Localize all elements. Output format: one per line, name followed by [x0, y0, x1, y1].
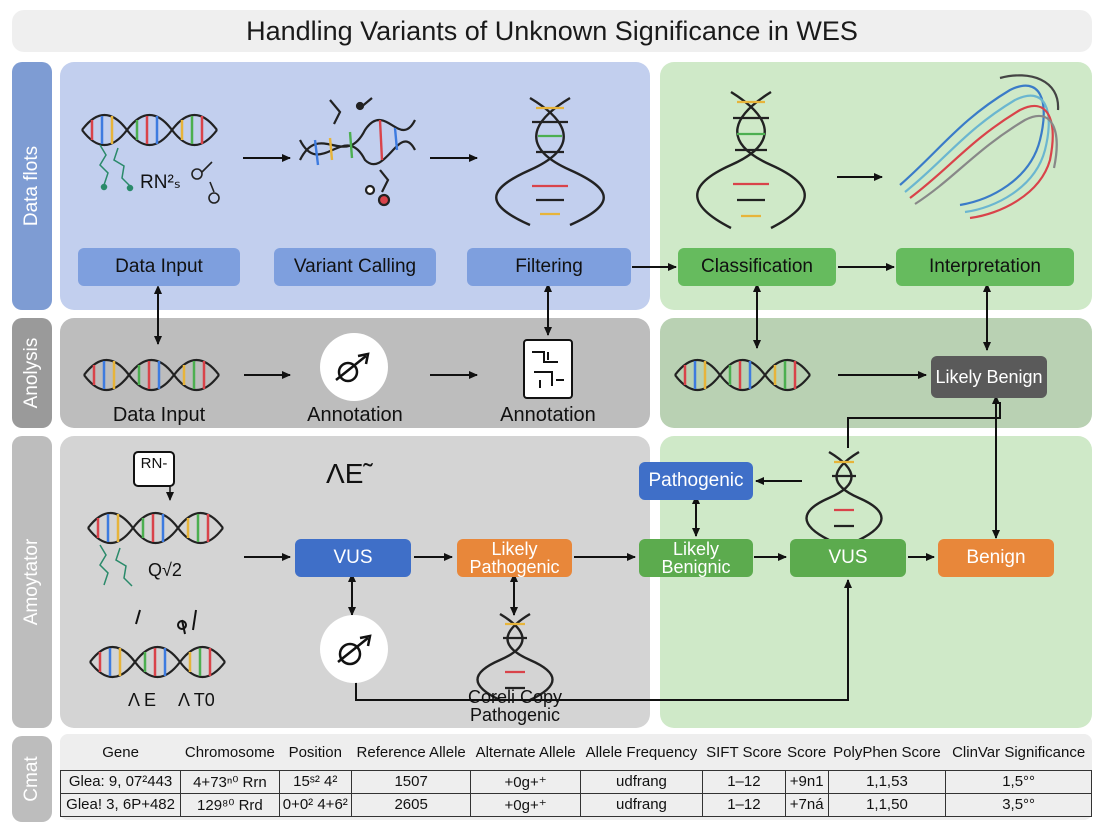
table-header: Score: [787, 744, 827, 762]
dna-helix-vertical-icon: [696, 90, 806, 230]
dna-helix-vertical-icon: [805, 450, 883, 542]
table-cell: 1507: [350, 769, 472, 794]
document-icon: [523, 339, 573, 399]
table-header: Reference Allele: [356, 744, 466, 762]
glyph-label: ΛΕ̃: [326, 458, 364, 489]
table-header: Chromosome: [184, 744, 275, 762]
dna-helix-vertical-icon: [476, 612, 554, 702]
table-cell: +7ná: [784, 792, 829, 817]
table-header: PolyPhen Score: [833, 744, 941, 762]
glyph-label: Λ E: [128, 690, 157, 710]
table-cell: udfrang: [579, 792, 704, 817]
table-header: Alternate Allele: [475, 744, 576, 762]
table-cell: 1,1,50: [827, 792, 947, 817]
table-row: Glea! 3, 6P+482 129⁸⁰ Rrd 0+0² 4+6² 2605…: [59, 792, 1092, 817]
table-row: Glea: 9, 07²443 4+73ⁿ⁰ Rrn 15ˢ² 4² 1507 …: [59, 769, 1092, 794]
dna-helix-vertical-icon: [495, 96, 605, 227]
rna-label: RN²ₛ: [140, 172, 181, 193]
coreli-copy-label: Coreli Copy Pathogenic: [467, 687, 563, 725]
annotation-wrench-icon: [320, 333, 388, 401]
protein-ribbon-icon: [899, 74, 1060, 220]
annotation-label: Annotation: [500, 404, 596, 426]
annotation-label: Annotation: [307, 404, 403, 426]
vus-node: VUS: [790, 539, 906, 577]
table-cell: 15ˢ² 4²: [278, 769, 352, 794]
table-cell: Glea! 3, 6P+482: [59, 792, 182, 817]
molecule-icon: [99, 544, 133, 587]
data-input-label: Data Input: [112, 404, 206, 426]
table-cell: 1,1,53: [827, 769, 947, 794]
table-cell: udfrang: [579, 769, 704, 794]
table-cell: +9n1: [784, 769, 829, 794]
table-cell: 1–12: [702, 792, 786, 817]
molecule-icon: [99, 144, 134, 192]
dna-helix-icon: [89, 646, 226, 678]
table-cell: +0g+⁺: [470, 792, 581, 817]
q-label: Q√2: [148, 560, 182, 580]
classification-node: Classification: [678, 248, 836, 286]
molecule-icon: [191, 161, 220, 204]
refresh-tool-icon: [320, 615, 388, 683]
benign-node: Benign: [938, 539, 1054, 577]
table-cell: 4+73ⁿ⁰ Rrn: [180, 769, 280, 794]
variant-marks-icon: [135, 609, 197, 635]
rna-card-label: RN-: [140, 455, 168, 472]
row-label-data-flow: Data flots: [12, 62, 52, 310]
interpretation-node: Interpretation: [896, 248, 1074, 286]
dna-helix-icon: [674, 359, 811, 391]
table-cell: 1,5°°: [945, 769, 1092, 794]
table-cell: 1–12: [702, 769, 786, 794]
variant-table: Gene Chromosome Position Reference Allel…: [59, 737, 1092, 817]
variant-calling-node: Variant Calling: [274, 248, 436, 286]
table-header-row: Gene Chromosome Position Reference Allel…: [61, 737, 1092, 770]
table-header: Allele Frequency: [585, 744, 698, 762]
likely-benign-node: Likely Benign: [931, 356, 1047, 398]
table-cell: 0+0² 4+6²: [278, 792, 352, 817]
table-header: Gene: [102, 744, 139, 762]
pathogenic-node: Pathogenic: [639, 462, 753, 500]
table-cell: 3,5°°: [945, 792, 1092, 817]
twisted-dna-icon: [299, 97, 416, 207]
dna-helix-icon: [81, 114, 218, 146]
rna-card-icon: [133, 451, 175, 487]
row-label-analysis: Anolysis: [12, 318, 52, 428]
data-input-node: Data Input: [78, 248, 240, 286]
table-cell: Glea: 9, 07²443: [59, 769, 182, 794]
glyph-label: Λ Τ0: [178, 690, 215, 710]
table-header: SIFT Score: [706, 744, 782, 762]
table-cell: 2605: [350, 792, 472, 817]
likely-pathogenic-node: Likely Pathogenic: [457, 539, 572, 577]
table-header: ClinVar Significance: [952, 744, 1086, 762]
vus-node: VUS: [295, 539, 411, 577]
table-header: Position: [288, 744, 342, 762]
row-label-format: Cmat: [12, 736, 52, 822]
page-title: Handling Variants of Unknown Significanc…: [12, 10, 1092, 52]
row-label-annotator: Amoytator: [12, 436, 52, 728]
table-cell: 129⁸⁰ Rrd: [180, 792, 280, 817]
dna-helix-icon: [83, 359, 220, 391]
dna-helix-icon: [87, 512, 224, 544]
likely-benign-node: Likely Benignic: [639, 539, 753, 577]
table-cell: +0g+⁺: [470, 769, 581, 794]
filtering-node: Filtering: [467, 248, 631, 286]
